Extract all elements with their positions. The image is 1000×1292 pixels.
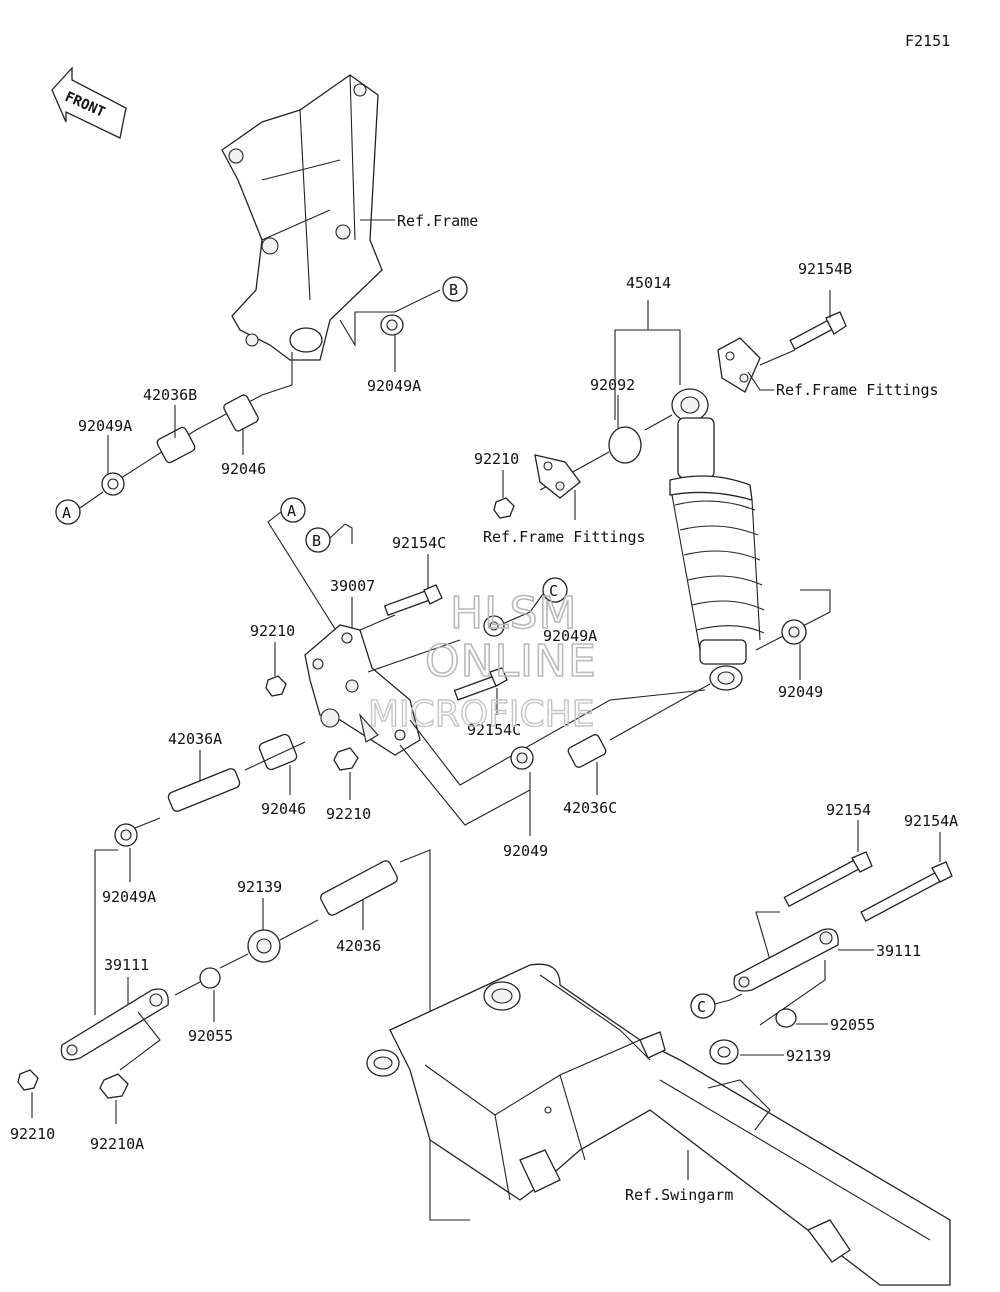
part-label: 42036B [143,386,197,404]
swingarm [366,963,951,1286]
ref-frame-fittings-label: Ref.Frame Fittings [776,381,939,399]
part-label: 92055 [830,1016,875,1034]
part-label: 92055 [188,1027,233,1045]
callout-circle-b [442,276,468,302]
part-label: 92049A [78,417,132,435]
ref-swingarm-label: Ref.Swingarm [625,1186,733,1204]
part-label: 92210A [90,1135,144,1153]
part-label: 92049A [543,627,597,645]
part-label: 92210 [10,1125,55,1143]
part-label: 39111 [876,942,921,960]
part-label: 42036C [563,799,617,817]
nut-92210 [493,497,515,519]
part-label: 92154A [904,812,958,830]
nut-92210-low [333,747,359,771]
part-label: 92210 [250,622,295,640]
frame-bracket [221,74,383,361]
watermark: HLSM ONLINE MICROFICHE [367,587,597,736]
tie-rod-39111-right [733,928,839,992]
callout-circle-c [690,993,716,1019]
part-label: 92049 [503,842,548,860]
watermark-line: ONLINE [425,636,597,687]
callout-letter: B [312,532,321,550]
ref-frame-label: Ref.Frame [397,212,478,230]
tie-rod-39111-left [60,988,169,1061]
bolt-92154A [860,861,953,922]
bolt-92154 [783,851,873,908]
part-label: 92046 [261,800,306,818]
frame-fitting-bracket-top [717,337,761,393]
part-label: 92049A [367,377,421,395]
callout-letter: C [549,582,558,600]
o-ring-92055-left [199,967,221,989]
part-label: 92049 [778,683,823,701]
sleeve-42036A [167,768,241,812]
part-label: 92046 [221,460,266,478]
bearing-92046 [223,394,259,432]
callout-circle-c [542,577,568,603]
watermark-line: MICROFICHE [368,694,594,735]
diagram-id: F2151 [905,32,950,50]
bolt-92154C-top [383,584,443,617]
part-label: 92210 [474,450,519,468]
callout-letter: A [287,502,296,520]
bushing-92092 [608,426,642,464]
bolt-92154C-bottom [453,667,508,701]
part-label: 42036A [168,730,222,748]
part-label: 45014 [626,274,671,292]
o-ring-92055-right [775,1008,797,1028]
part-label: 92139 [786,1047,831,1065]
callout-circle-a [55,499,81,525]
callout-circle-a [280,497,306,523]
part-label: 92154 [826,801,871,819]
bearing-92046-mid [258,733,298,771]
part-label: 42036 [336,937,381,955]
part-label: 92154C [392,534,446,552]
sleeve-42036C [567,734,607,768]
ref-frame-fittings-label: Ref.Frame Fittings [483,528,646,546]
part-label: 39111 [104,956,149,974]
part-label: 39007 [330,577,375,595]
callout-letter: B [449,281,458,299]
nut-92210-mid [265,675,287,697]
shock-absorber-45014 [669,388,765,691]
part-label: 92092 [590,376,635,394]
part-label: 92154C [467,721,521,739]
callout-letter: C [697,998,706,1016]
callout-circle-b [305,527,331,553]
watermark-line: HLSM [450,588,578,639]
front-arrow-icon: FRONT [51,66,127,139]
part-label: 92210 [326,805,371,823]
bolt-92154B [789,311,847,351]
nut-92210-bl [17,1069,39,1091]
link-plate-39007 [304,624,421,756]
part-label: 92154B [798,260,852,278]
frame-fitting-bracket-mid [534,454,581,499]
nut-92210A [99,1073,129,1099]
sleeve-42036B [156,426,196,464]
part-label: 92139 [237,878,282,896]
callout-letter: A [62,504,71,522]
part-label: 92049A [102,888,156,906]
sleeve-42036 [320,860,398,916]
